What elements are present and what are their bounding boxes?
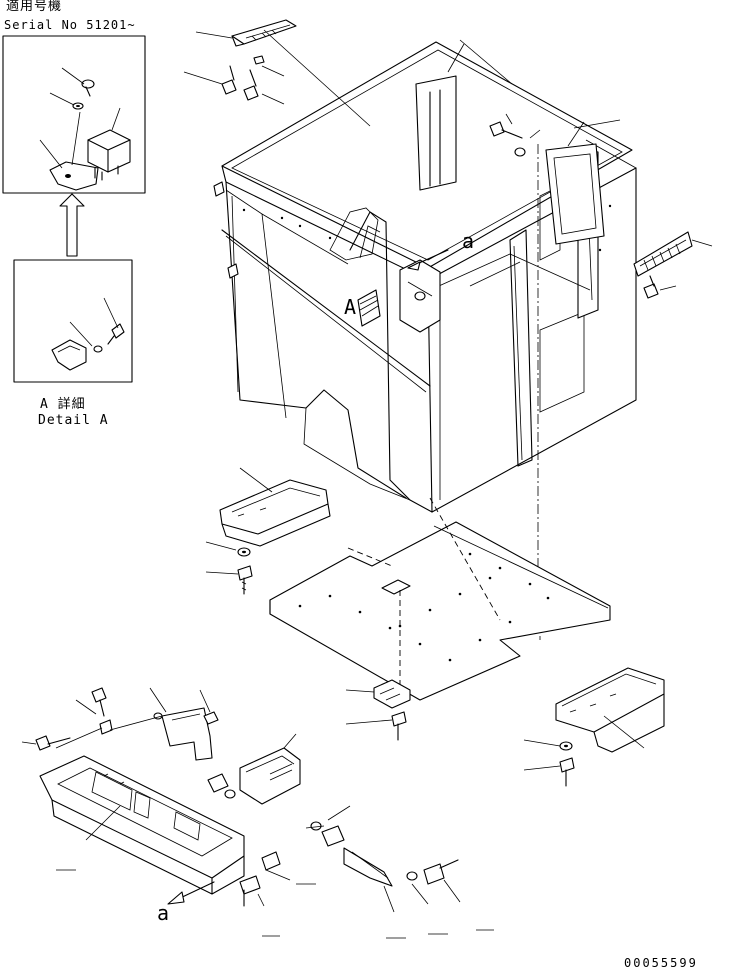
top-rear-bracket	[195, 19, 371, 127]
serial-inset-box	[2, 35, 146, 194]
applicable-serial-label-jp: 適用号機	[6, 0, 63, 14]
drawing-number: 00055599	[624, 956, 698, 970]
detail-a-label-en: Detail A	[38, 413, 109, 428]
floor-clip	[345, 679, 411, 741]
serial-number-label: Serial No 51201~	[4, 18, 136, 32]
lower-fasteners-left	[21, 687, 113, 751]
detail-a-marker: A	[344, 295, 358, 319]
inset-washer	[49, 92, 84, 110]
rear-bolt-washer	[489, 113, 541, 157]
left-step-fasteners	[205, 541, 253, 595]
right-trim-panel	[633, 231, 713, 299]
inset-bolt	[61, 67, 95, 97]
detail-a-label-jp: A 詳細	[40, 397, 86, 412]
inset-relay	[87, 107, 131, 181]
arrow-up-icon	[59, 193, 85, 257]
view-a-arrow-bottom	[167, 881, 215, 905]
lower-cover-plate	[239, 733, 301, 805]
view-a-label-bottom: a	[157, 901, 171, 925]
lower-misc-parts	[207, 773, 351, 907]
detail-a-box	[13, 259, 133, 383]
left-step-plate	[219, 467, 331, 547]
lower-right-fasteners	[406, 859, 461, 905]
lower-side-trim	[343, 847, 395, 913]
right-step-plate	[555, 667, 665, 753]
detail-washer	[93, 345, 103, 353]
rear-pillar-cover	[415, 39, 513, 191]
inset-bracket	[39, 111, 99, 191]
lower-front-box	[39, 755, 245, 895]
top-bolts	[183, 55, 285, 105]
detail-bracket	[51, 339, 87, 371]
right-step-fasteners	[523, 739, 575, 787]
right-side-duct	[545, 119, 621, 245]
lower-bracket	[109, 687, 219, 761]
floor-plate	[269, 521, 611, 701]
